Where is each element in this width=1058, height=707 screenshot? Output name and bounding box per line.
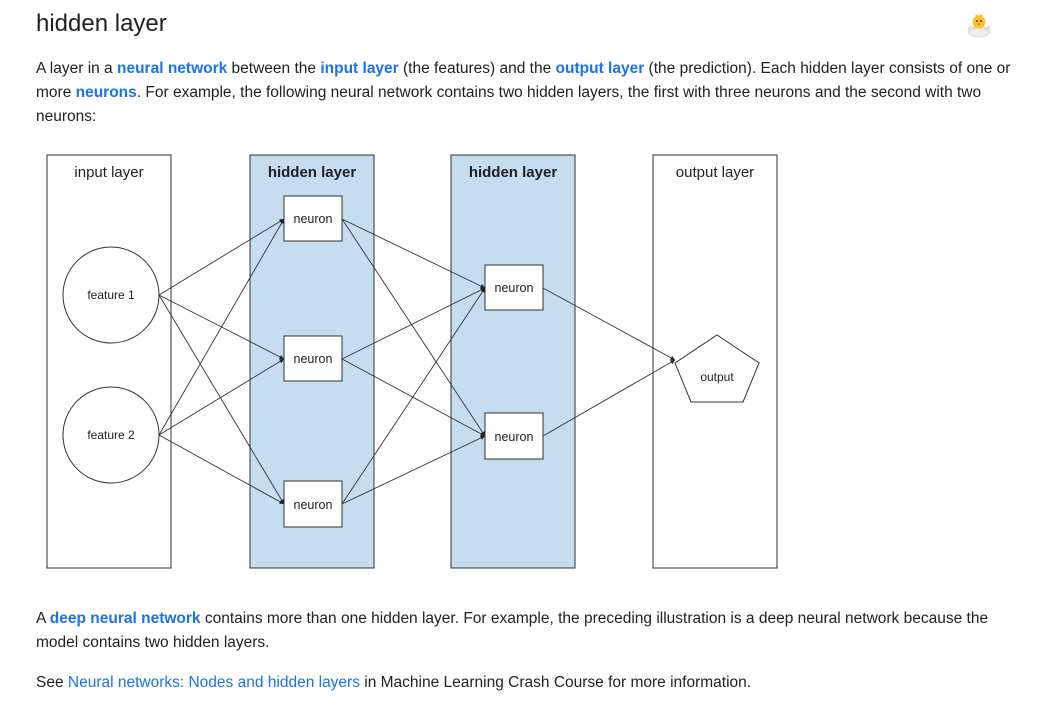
link-output-layer[interactable]: output layer (555, 60, 645, 77)
page-title: hidden layer (36, 10, 167, 37)
link-deep-neural-network[interactable]: deep neural network (49, 610, 201, 627)
edge-h2b-out (542, 359, 676, 437)
feature-1-label: feature 1 (87, 288, 135, 302)
edge-f1-h1c (158, 294, 285, 505)
deep-network-paragraph: A deep neural network contains more than… (36, 610, 989, 651)
neuron-label: neuron (294, 212, 333, 226)
neural-network-diagram: input layer hidden layer hidden layer ou… (46, 154, 778, 569)
see-also-paragraph: See Neural networks: Nodes and hidden la… (36, 674, 752, 691)
neuron-node: neuron (484, 264, 544, 311)
output-layer-label: output layer (676, 164, 754, 181)
edge-f1-h1a (158, 218, 285, 296)
neuron-label: neuron (495, 281, 534, 295)
connections (158, 218, 676, 505)
feature-node: feature 1 (62, 246, 160, 344)
input-layer-label: input layer (74, 164, 143, 181)
hidden-layer-1-label: hidden layer (268, 164, 357, 181)
edge-f2-h1b (158, 358, 285, 436)
edge-h2a-out (542, 287, 676, 361)
intro-paragraph: A layer in a neural network between the … (36, 60, 1011, 125)
neuron-node: neuron (283, 335, 343, 382)
edge-f2-h1c (158, 434, 285, 505)
edge-h1c-h2a (341, 287, 486, 505)
link-input-layer[interactable]: input layer (320, 60, 399, 77)
output-label: output (700, 370, 734, 384)
neuron-label: neuron (495, 430, 534, 444)
hatching-chick-icon (967, 14, 991, 38)
output-node: output (674, 334, 760, 403)
hidden-layer-2-panel (450, 154, 576, 569)
feature-2-label: feature 2 (87, 428, 135, 442)
link-crash-course-module[interactable]: Neural networks: Nodes and hidden layers (67, 674, 360, 691)
feature-node: feature 2 (62, 386, 160, 484)
neuron-label: neuron (294, 498, 333, 512)
link-neurons[interactable]: neurons (75, 84, 137, 101)
neuron-node: neuron (484, 412, 544, 460)
link-neural-network[interactable]: neural network (117, 60, 228, 77)
neuron-label: neuron (294, 352, 333, 366)
neuron-node: neuron (283, 480, 343, 528)
edge-h1a-h2b (341, 218, 486, 437)
edge-h1a-h2a (341, 218, 486, 289)
edge-h1b-h2b (341, 358, 486, 437)
neuron-node: neuron (283, 195, 343, 242)
input-layer-panel (46, 154, 172, 569)
hidden-layer-2-label: hidden layer (469, 164, 558, 181)
edge-h1b-h2a (341, 287, 486, 360)
edge-f2-h1a (158, 218, 285, 436)
edge-h1c-h2b (341, 435, 486, 505)
